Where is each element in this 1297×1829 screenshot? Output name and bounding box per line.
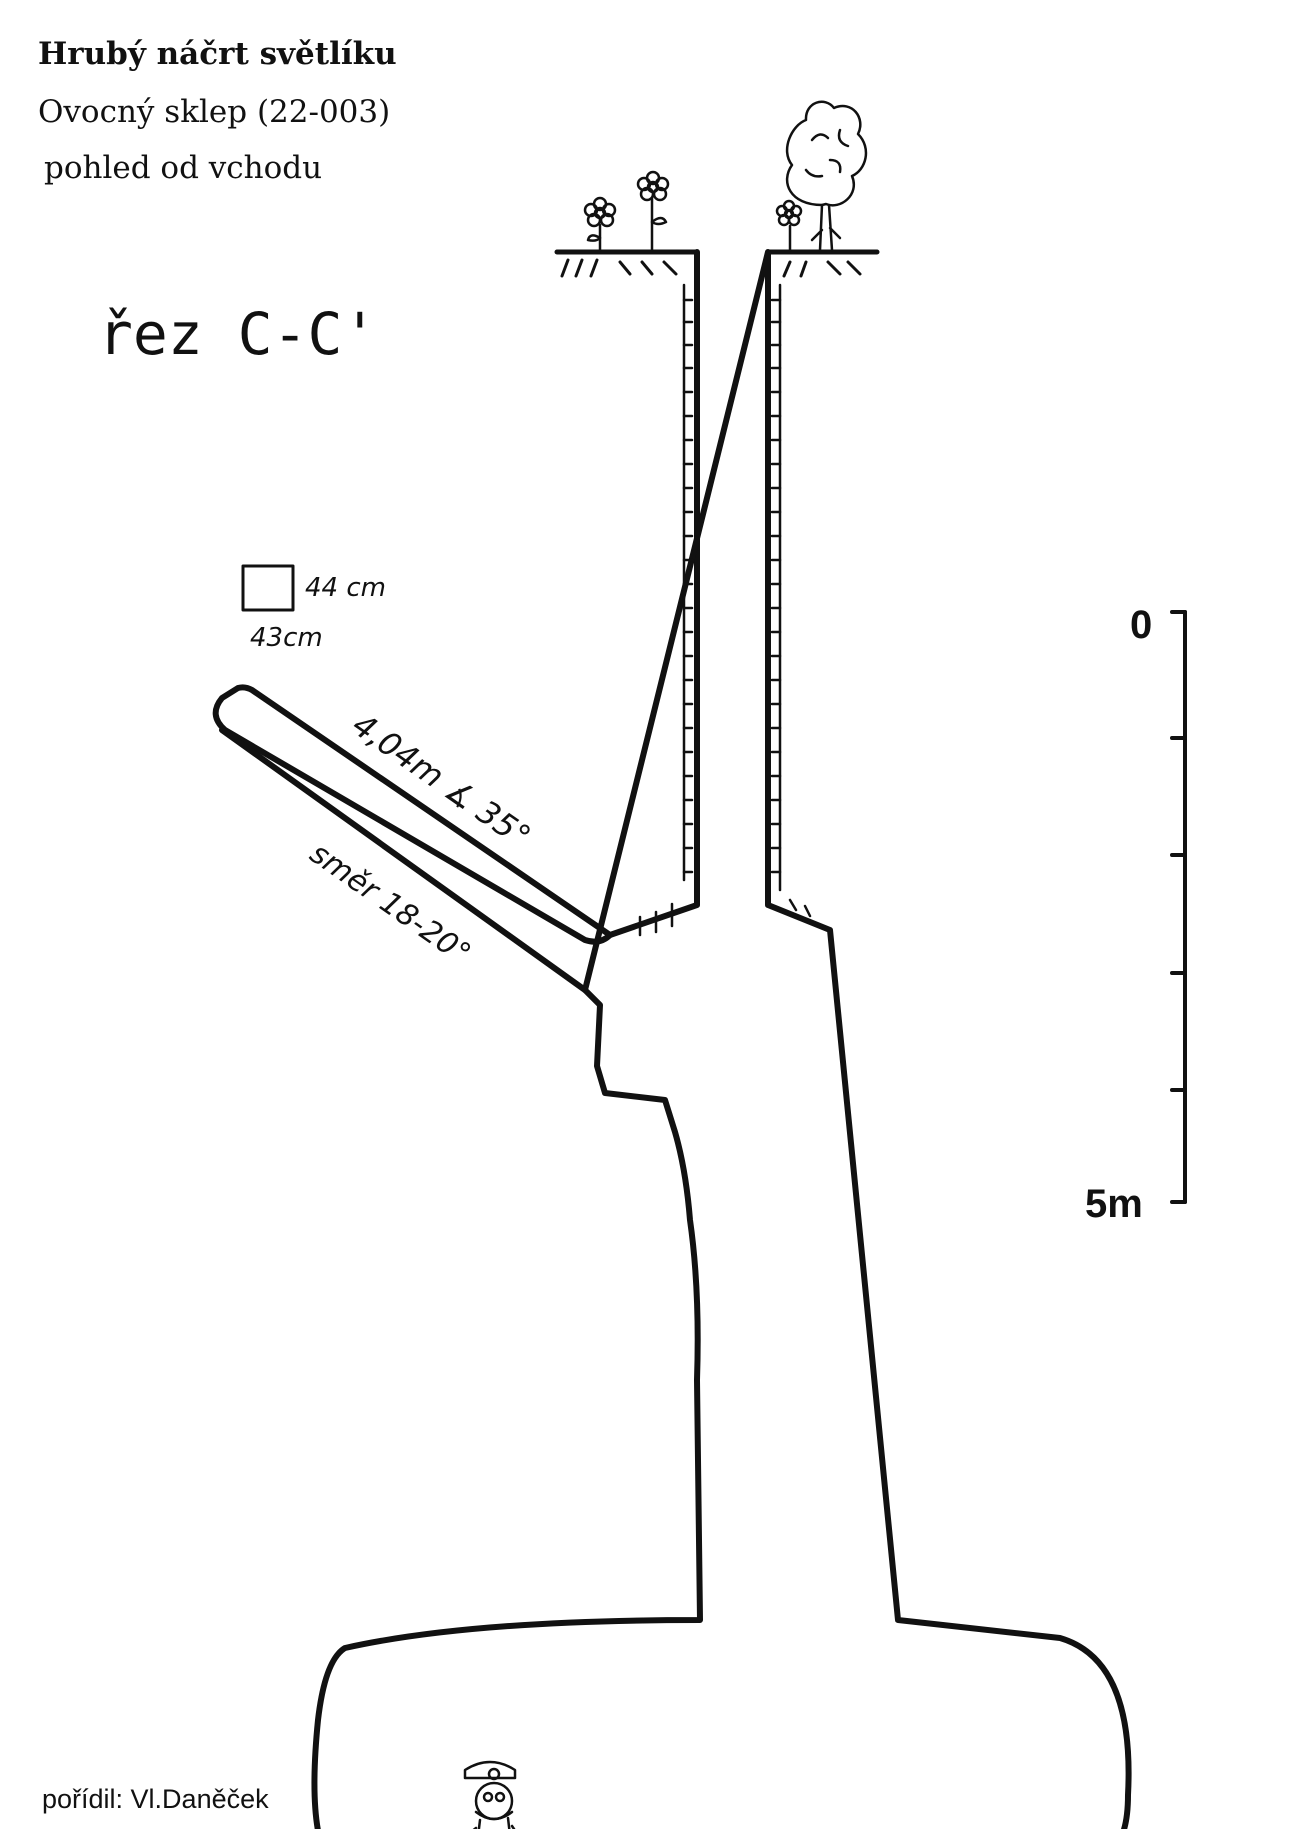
- opening-height-label: 44 cm: [305, 573, 386, 603]
- flower-icon: [583, 196, 617, 252]
- tree-icon: [785, 100, 868, 252]
- shaft-walls: [311, 249, 1132, 1829]
- scale-top-label: 0: [1130, 603, 1152, 647]
- passage-direction-label: směr 18-20°: [303, 836, 477, 972]
- opening-size-square: [241, 564, 295, 612]
- passage-length-angle-label: 4,04m ∡ 35°: [345, 705, 537, 856]
- opening-width-label: 43cm: [250, 623, 323, 653]
- ground-surface-right: [765, 249, 880, 278]
- flower-icon: [775, 199, 803, 252]
- sketch-title: Hrubý náčrt světlíku: [38, 36, 397, 72]
- scale-bottom-label: 5m: [1085, 1182, 1143, 1226]
- flower-icon: [636, 170, 670, 252]
- scale-bar: [1170, 610, 1187, 1204]
- cave-name: Ovocný sklep (22-003): [38, 94, 391, 130]
- view-direction: pohled od vchodu: [44, 150, 323, 186]
- section-label: řez C-C': [98, 300, 378, 368]
- caver-figure-icon: [463, 1760, 517, 1829]
- masonry-lining-left: [638, 283, 694, 937]
- side-passage: [212, 684, 613, 993]
- masonry-lining-right: [770, 283, 812, 918]
- author-credit: pořídil: Vl.Daněček: [42, 1784, 269, 1814]
- ground-surface-left: [554, 249, 700, 278]
